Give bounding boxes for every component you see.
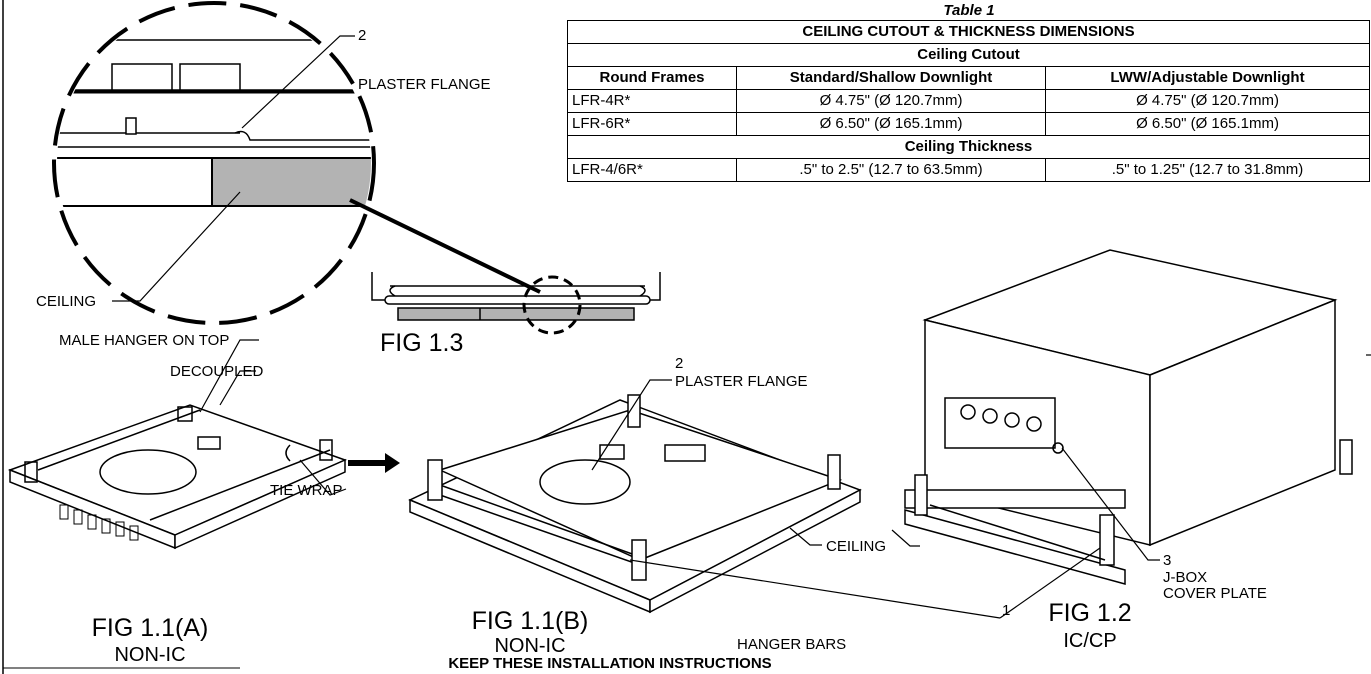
jbox-leader <box>1061 447 1160 561</box>
table-cell: LFR-6R* <box>567 112 737 136</box>
fig11b-title: FIG 1.1(B) <box>471 607 589 635</box>
detail-magnifier <box>52 1 376 325</box>
table-cell: .5" to 2.5" (12.7 to 63.5mm) <box>736 158 1046 182</box>
detail-flange-leader <box>241 35 355 129</box>
table-caption: Table 1 <box>943 2 995 19</box>
male-hanger-label: MALE HANGER ON TOP <box>59 332 230 349</box>
ceiling-detail-leader <box>112 191 241 302</box>
hanger-bar-leader-b <box>999 547 1101 619</box>
b-flange-leader <box>591 379 672 471</box>
cover-plate-label: COVER PLATE <box>1163 585 1267 602</box>
decoupled-leader <box>219 370 256 406</box>
detail-callout-number: 2 <box>358 27 367 44</box>
table-header: Round Frames <box>567 66 737 90</box>
fig11b-subtitle: NON-IC <box>494 635 566 657</box>
detail-plaster-flange-label: PLASTER FLANGE <box>358 76 491 93</box>
table-header: Standard/Shallow Downlight <box>736 66 1046 90</box>
fig12-drawing <box>904 249 1353 585</box>
tie-wrap-leader <box>299 459 347 496</box>
table-row: LFR-6R* Ø 6.50" (Ø 165.1mm) Ø 6.50" (Ø 1… <box>567 112 1370 136</box>
hanger-callout-number: 1 <box>1002 602 1011 619</box>
table-section-thickness: Ceiling Thickness <box>567 135 1370 159</box>
fig12-subtitle: IC/CP <box>1063 630 1117 652</box>
table-row: LFR-4R* Ø 4.75" (Ø 120.7mm) Ø 4.75" (Ø 1… <box>567 89 1370 113</box>
b-ceiling-label: CEILING <box>826 538 887 555</box>
table-cell: .5" to 1.25" (12.7 to 31.8mm) <box>1045 158 1370 182</box>
fig13-drawing <box>371 272 661 335</box>
footer-note: KEEP THESE INSTALLATION INSTRUCTIONS <box>448 655 772 672</box>
fig11a-title: FIG 1.1(A) <box>91 614 209 642</box>
ceiling-b-leader <box>789 527 822 546</box>
table-cell: LFR-4/6R* <box>567 158 737 182</box>
table-cell: LFR-4R* <box>567 89 737 113</box>
table-section-cutout: Ceiling Cutout <box>567 43 1370 67</box>
table-cell: Ø 4.75" (Ø 120.7mm) <box>1045 89 1370 113</box>
dimensions-table: CEILING CUTOUT & THICKNESS DIMENSIONS Ce… <box>567 20 1370 182</box>
male-hanger-leader <box>199 339 259 413</box>
detail-ceiling-label: CEILING <box>36 293 97 310</box>
table-title: CEILING CUTOUT & THICKNESS DIMENSIONS <box>567 20 1370 44</box>
hanger-bar-leader-a <box>629 559 1001 619</box>
table-cell: Ø 6.50" (Ø 165.1mm) <box>736 112 1046 136</box>
tie-wrap-label: TIE WRAP <box>270 482 343 499</box>
table-section-row: Ceiling Thickness <box>567 135 1370 159</box>
table-cell: Ø 6.50" (Ø 165.1mm) <box>1045 112 1370 136</box>
table-cell: Ø 4.75" (Ø 120.7mm) <box>736 89 1046 113</box>
fig12-title: FIG 1.2 <box>1048 599 1132 627</box>
fig13-title: FIG 1.3 <box>380 329 464 357</box>
decoupled-label: DECOUPLED <box>170 363 264 380</box>
table-row: LFR-4/6R* .5" to 2.5" (12.7 to 63.5mm) .… <box>567 158 1370 182</box>
b-plaster-flange-label: PLASTER FLANGE <box>675 373 808 390</box>
jbox-label: J-BOX <box>1163 569 1208 586</box>
jbox-callout-number: 3 <box>1163 552 1172 569</box>
fig11b-drawing <box>408 394 862 614</box>
sequence-arrow <box>348 453 400 473</box>
fig11a-subtitle: NON-IC <box>114 644 186 666</box>
magnify-leader <box>349 198 541 294</box>
table-title-row: CEILING CUTOUT & THICKNESS DIMENSIONS <box>567 20 1370 44</box>
table-header-row: Round Frames Standard/Shallow Downlight … <box>567 66 1370 90</box>
hanger-bars-label: HANGER BARS <box>737 636 847 653</box>
fig11a-drawing <box>7 404 348 550</box>
table-header: LWW/Adjustable Downlight <box>1045 66 1370 90</box>
b-callout-number: 2 <box>675 355 684 372</box>
table-section-row: Ceiling Cutout <box>567 43 1370 67</box>
ceiling-12-leader <box>891 529 920 547</box>
